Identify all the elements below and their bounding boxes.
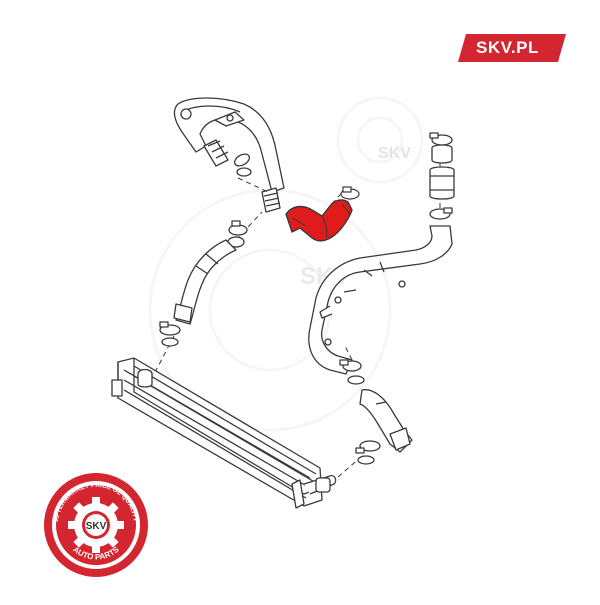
left-charge-hose	[159, 220, 248, 347]
seal-center-text: SKV	[86, 521, 107, 532]
lower-right-hose	[339, 359, 413, 465]
brand-tag: SKV.PL	[458, 34, 566, 62]
intercooler-hose-highlighted[interactable]	[285, 199, 353, 242]
intercooler	[111, 357, 337, 509]
watermark-text-top: SKV	[378, 145, 411, 162]
hose-clamp	[340, 186, 360, 200]
quality-seal-graphic: SKV AFTERMARKET PRICE OE QUALITY AUTO PA…	[44, 473, 148, 577]
quality-seal: SKV AFTERMARKET PRICE OE QUALITY AUTO PA…	[42, 471, 150, 579]
brand-tag-background	[458, 34, 566, 62]
brand-tag-label: SKV.PL	[476, 38, 539, 57]
turbo-small-hose	[203, 139, 252, 177]
turbo-outlet-pipe	[173, 97, 285, 213]
right-pipe-assembly	[308, 132, 455, 375]
